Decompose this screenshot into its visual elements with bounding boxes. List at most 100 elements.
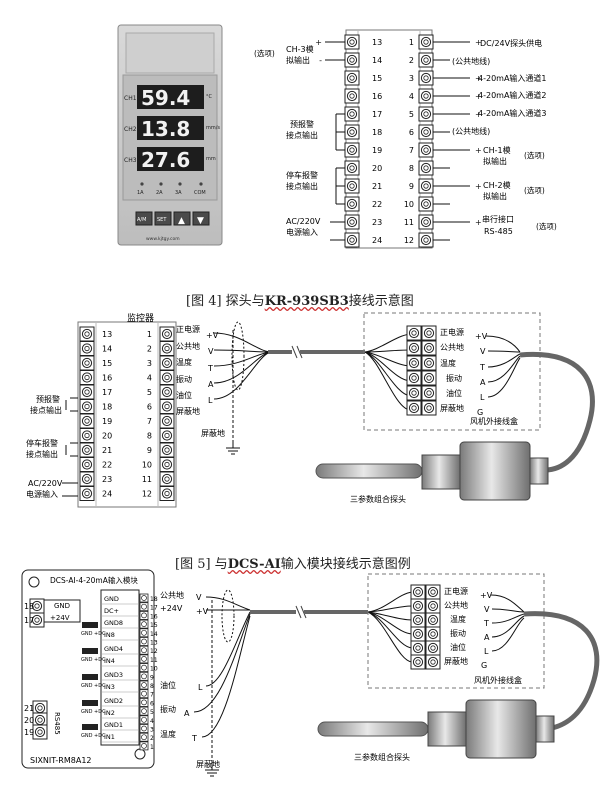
fig4-pin-left: 23 — [102, 475, 112, 484]
svg-text:L: L — [480, 393, 485, 402]
fig5-pin-number: 15 — [150, 622, 158, 629]
fig3-pin-left: 21 — [372, 182, 382, 191]
svg-text:公共地: 公共地 — [440, 342, 464, 352]
svg-text:温度: 温度 — [160, 729, 176, 739]
fig3-dc24: DC/24V探头供电 — [480, 38, 542, 48]
fig4-shield-gnd: 屏蔽地 — [201, 428, 225, 438]
svg-text:+: + — [475, 146, 482, 155]
svg-text:COM: COM — [194, 190, 206, 196]
svg-text:公共地: 公共地 — [160, 590, 184, 600]
fig4-pin-right: 2 — [147, 345, 152, 354]
fig3-ac-2: 电源输入 — [286, 227, 318, 237]
fig3-option-left: (选项) — [254, 48, 275, 58]
svg-text:A: A — [480, 378, 486, 387]
svg-text:A: A — [484, 633, 490, 642]
svg-text:正电源: 正电源 — [444, 586, 468, 596]
svg-text:电源输入: 电源输入 — [26, 489, 58, 499]
svg-text:V: V — [196, 593, 202, 602]
fig3-serial-1: 串行接口 — [482, 214, 514, 224]
fig3-pin-left: 16 — [372, 92, 382, 101]
fig5-pin-name: DC+ — [104, 607, 119, 615]
ch1-unit: °C — [206, 94, 213, 100]
fig3-pin-right: 5 — [409, 110, 414, 119]
fig3-ch3-line2: 拟输出 — [286, 55, 310, 65]
fig5-pin-name: IN2 — [104, 709, 115, 717]
svg-text:振动: 振动 — [446, 373, 462, 383]
fig4-junction-box — [363, 312, 541, 431]
fig3-pin-right: 10 — [404, 200, 414, 209]
meter-leds: 1A 2A 3A COM — [137, 182, 206, 196]
svg-text:L: L — [208, 396, 213, 405]
fig5-jumper-label: GND +DC — [81, 657, 106, 663]
fig3-stop-1: 停车报警 — [286, 170, 318, 180]
fig5-terminal-screw — [139, 724, 149, 733]
fig3-pin-right: 7 — [409, 146, 414, 155]
fig5-pin-number: 3 — [150, 727, 154, 734]
fig4-pin-right: 1 — [147, 330, 152, 339]
fig4-pin-left: 24 — [102, 490, 112, 499]
svg-text:G: G — [477, 408, 483, 417]
fig5-pin-number: 16 — [150, 613, 158, 620]
fig3-pin-left: 23 — [372, 218, 382, 227]
fig5-pin-number: 17 — [150, 605, 158, 612]
fig5-pin-number: 11 — [150, 657, 158, 664]
svg-text:+24V: +24V — [50, 614, 70, 622]
fig3-pin-right: 2 — [409, 56, 414, 65]
fig5-jumper — [82, 724, 98, 730]
down-button[interactable]: ▼ — [197, 216, 204, 226]
up-button[interactable]: ▲ — [178, 216, 185, 226]
fig3-ch2-1: CH-2模 — [483, 180, 511, 190]
svg-text:+: + — [475, 182, 482, 191]
fig3-pin-right: 12 — [404, 236, 414, 245]
meter-buttons[interactable]: A/M SET ▲ ▼ — [135, 211, 210, 226]
fig4-pin-left: 20 — [102, 432, 112, 441]
fig5-pin-name: GND — [104, 595, 119, 603]
fig5-jumper — [82, 622, 98, 628]
svg-text:L: L — [484, 647, 489, 656]
fig3-opt2: (选项) — [524, 185, 545, 195]
fig5-pin-name: IN3 — [104, 683, 115, 691]
fig5-module-title: DCS-AI-4-20mA输入模块 — [50, 575, 138, 585]
fig4-pin-left: 13 — [102, 330, 112, 339]
svg-text:V: V — [208, 347, 214, 356]
svg-text:+V: +V — [475, 332, 488, 341]
fig3-pin-right: 11 — [404, 218, 414, 227]
fig5-terminal-screw — [139, 715, 149, 725]
fig5-pin-number: 4 — [150, 718, 154, 725]
fig4-pin-left: 22 — [102, 461, 112, 470]
am-button[interactable]: A/M — [137, 217, 146, 223]
fig4-probe-label: 三参数组合探头 — [350, 494, 406, 504]
fig5-shield-gnd: 屏蔽地 — [196, 759, 220, 769]
set-button[interactable]: SET — [157, 217, 167, 223]
fig5-pin-number: 9 — [150, 674, 154, 681]
fig5-box-screw — [410, 612, 426, 628]
svg-text:接点输出: 接点输出 — [30, 405, 62, 415]
svg-text:+24V: +24V — [160, 604, 183, 613]
svg-text:停车报警: 停车报警 — [26, 438, 58, 448]
fig3-ch2-2: 拟输出 — [483, 191, 507, 201]
fig3-pin-right: 3 — [409, 74, 414, 83]
fig5-pin-18: 18 — [24, 602, 34, 611]
fig4-pin-left: 19 — [102, 417, 112, 426]
fig3-gnd1: (公共地线) — [452, 56, 490, 66]
fig5-terminal-screw — [139, 663, 149, 672]
fig5-caption: [图 5] 与DCS-AI输入模块接线示意图例 — [175, 557, 411, 572]
fig5-box-title: 风机外接线盒 — [474, 675, 522, 685]
fig3-pin-left: 24 — [372, 236, 382, 245]
fig5-model: SIXNIT-RM8A12 — [30, 756, 92, 765]
fig3-pin-left: 19 — [372, 146, 382, 155]
fig5-terminal-screw — [139, 671, 149, 681]
fig5-pin-number: 7 — [150, 692, 154, 699]
svg-text:A: A — [184, 709, 190, 718]
fig3-terminal-block — [345, 29, 433, 249]
fig4-pin-right: 10 — [142, 461, 152, 470]
fig5-rs485-pin: 21 — [24, 704, 34, 713]
fig5-box-screw — [425, 654, 441, 670]
fig4-pin-left: 15 — [102, 359, 112, 368]
fig4-pin-right: 11 — [142, 475, 152, 484]
fig3-ch1-2: 拟输出 — [483, 156, 507, 166]
fig5-box-screw — [410, 640, 426, 656]
fig4-pin-right: 4 — [147, 374, 152, 383]
